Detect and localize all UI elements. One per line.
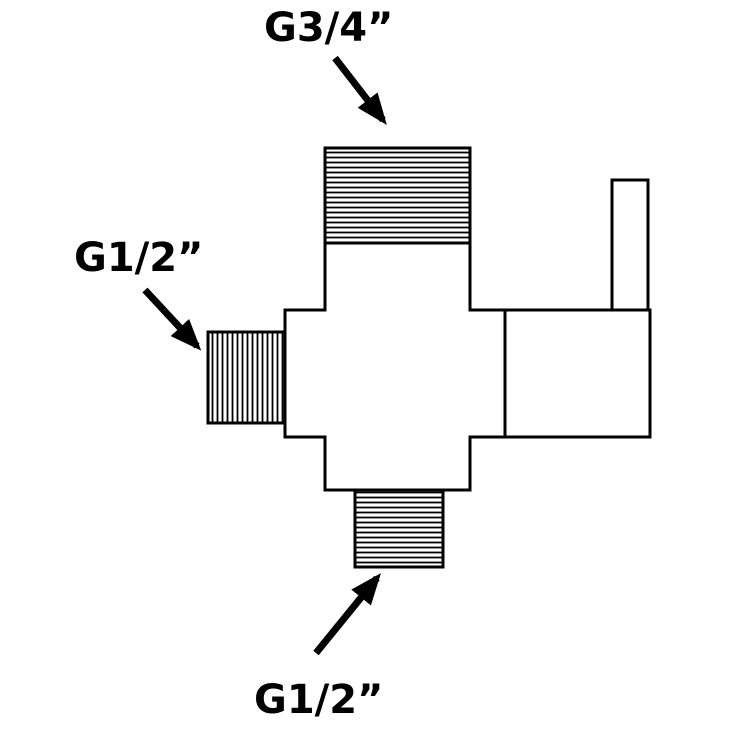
bottom-port-thread-label: G1/2” <box>254 677 383 723</box>
bottom-threaded-port <box>353 488 445 569</box>
left-port-thread-label: G1/2” <box>74 235 203 281</box>
valve-handle <box>610 178 650 314</box>
left-threaded-port <box>206 330 287 425</box>
arrow-to-bottom-port <box>313 573 381 656</box>
valve-body <box>283 241 507 492</box>
arrow-to-left-port <box>142 287 202 351</box>
top-port-thread-label: G3/4” <box>264 5 393 51</box>
arrow-to-top-port <box>332 55 387 125</box>
valve-right-block <box>503 308 652 439</box>
top-threaded-port <box>323 146 472 245</box>
